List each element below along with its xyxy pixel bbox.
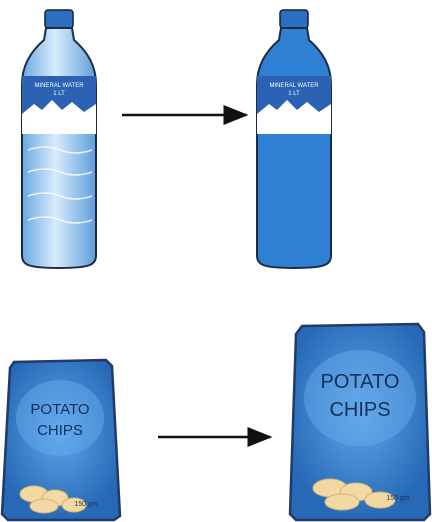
chips-bag-before: POTATO CHIPS 150 gm: [2, 360, 120, 520]
bottle-body: [257, 28, 331, 268]
chips-title-1: POTATO: [321, 371, 400, 393]
chips-weight: 150 gm: [74, 501, 98, 508]
chips-weight: 150 gm: [386, 495, 410, 502]
bottle-label-text-2: 1 LT: [53, 91, 65, 97]
bottle-label-text-2: 1 LT: [288, 91, 300, 97]
chips-title-2: CHIPS: [37, 422, 83, 439]
water-bottle-after: MINERAL WATER 1 LT: [257, 10, 331, 268]
bottle-label-text-1: MINERAL WATER: [269, 83, 319, 89]
water-bottle-before: MINERAL WATER 1 LT: [22, 10, 96, 268]
bottle-cap: [45, 10, 73, 28]
chips-title-2: CHIPS: [329, 399, 390, 421]
chips-title-1: POTATO: [30, 401, 89, 418]
bottle-cap: [280, 10, 308, 28]
bottle-label-text-1: MINERAL WATER: [34, 83, 84, 89]
chips-bag-highlight: [16, 380, 104, 456]
chips-bag-highlight: [304, 350, 416, 446]
chips-bag-after: POTATO CHIPS 150 gm: [290, 324, 430, 520]
